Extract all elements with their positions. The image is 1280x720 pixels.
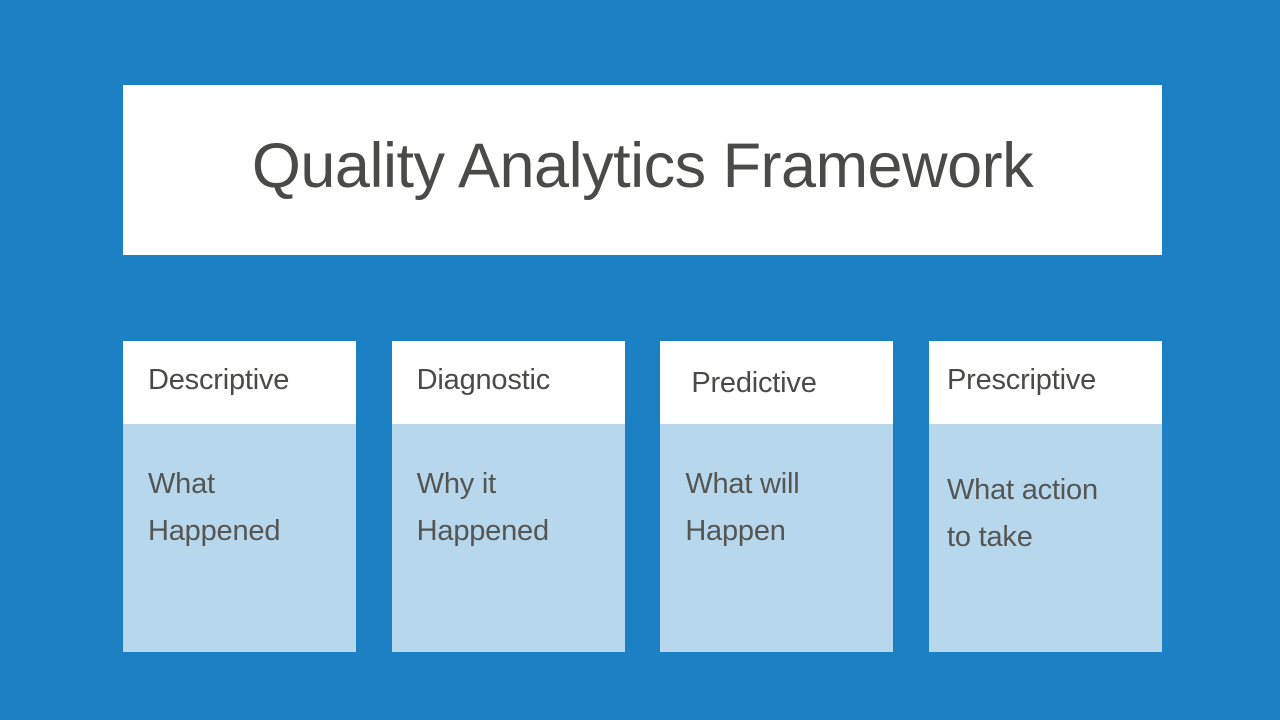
card-prescriptive[interactable]: Prescriptive What action to take xyxy=(928,341,1162,652)
card-descriptive[interactable]: Descriptive What Happened xyxy=(123,341,356,652)
card-diagnostic-title: Diagnostic xyxy=(416,363,551,396)
card-descriptive-description: What Happened xyxy=(148,468,281,547)
card-prescriptive-header: Prescriptive xyxy=(928,341,1162,424)
card-descriptive-title: Descriptive xyxy=(148,363,290,396)
card-predictive-title: Predictive xyxy=(691,367,817,400)
card-descriptive-body: What Happened xyxy=(123,424,356,652)
card-predictive-header: Predictive xyxy=(660,341,894,424)
card-prescriptive-title: Prescriptive xyxy=(946,363,1097,396)
card-predictive[interactable]: Predictive What will Happen xyxy=(660,341,894,652)
card-descriptive-header: Descriptive xyxy=(123,341,356,424)
card-diagnostic-body: Why it Happened xyxy=(391,424,625,652)
card-prescriptive-body: What action to take xyxy=(928,424,1162,652)
card-diagnostic-description: Why it Happened xyxy=(416,468,549,547)
page-title: Quality Analytics Framework xyxy=(251,131,1034,202)
card-diagnostic[interactable]: Diagnostic Why it Happened xyxy=(391,341,625,652)
card-predictive-body: What will Happen xyxy=(660,424,894,652)
card-diagnostic-header: Diagnostic xyxy=(391,341,625,424)
card-prescriptive-description: What action to take xyxy=(946,474,1098,553)
analytics-card-row: Descriptive What Happened Diagnostic Why… xyxy=(123,341,1162,652)
title-banner: Quality Analytics Framework xyxy=(123,85,1162,255)
card-predictive-description: What will Happen xyxy=(685,468,800,547)
